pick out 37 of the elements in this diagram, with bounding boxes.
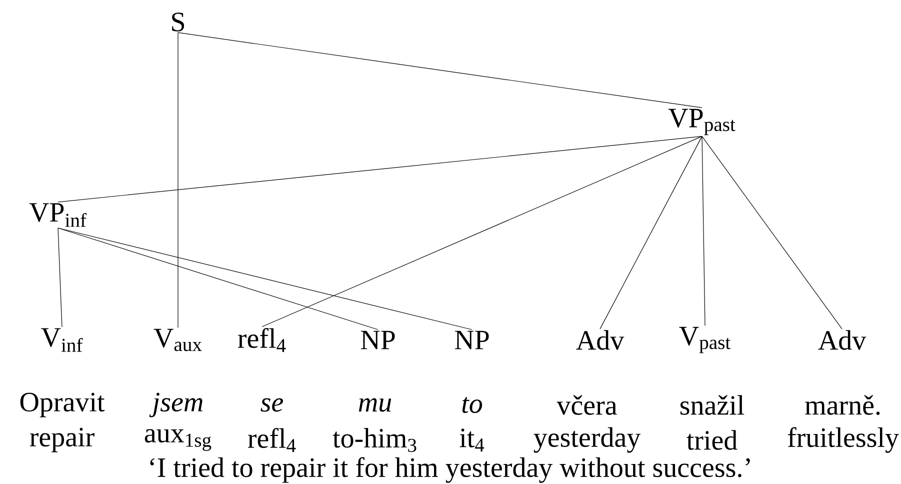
tree-label: V$_{past}$ — [679, 326, 731, 354]
tree-label: VP$_{inf}$ — [29, 203, 87, 227]
tree-label: Adv — [576, 330, 624, 350]
sentence-word: včera — [556, 395, 617, 415]
sentence-word: snažil — [680, 395, 744, 415]
tree-branch — [58, 228, 472, 330]
tree-branch — [262, 136, 702, 328]
tree-label: NP — [454, 330, 489, 350]
tree-branch — [600, 136, 702, 330]
tree-branch — [58, 228, 378, 330]
gloss-word: refl$_{4}$ — [248, 428, 296, 452]
sentence-word: mu — [358, 398, 392, 412]
gloss-word: fruitlessly — [788, 427, 899, 453]
tree-label: refl$_{4}$ — [238, 328, 286, 352]
translation-text: ‘I tried to repair it for him yesterday without success.’ — [150, 457, 750, 483]
gloss-word: tried — [686, 430, 738, 450]
tree-label: V$_{aux}$ — [154, 328, 202, 352]
tree-label: V$_{inf}$ — [41, 328, 83, 352]
tree-label: S — [172, 12, 184, 32]
tree-label: Adv — [818, 330, 866, 350]
tree-branch — [58, 228, 62, 328]
sentence-word: Opravit — [20, 392, 105, 418]
sentence-word: jsem — [149, 392, 202, 418]
gloss-word: yesterday — [534, 427, 641, 453]
tree-branch — [58, 136, 702, 202]
gloss-word: repair — [30, 428, 94, 452]
tree-label: NP — [360, 330, 395, 350]
tree-label: VP$_{past}$ — [668, 108, 736, 136]
tree-branch — [178, 32, 702, 108]
tree-branch — [702, 136, 842, 330]
gloss-word: to-him$_{3}$ — [332, 428, 416, 452]
sentence-word: to — [462, 396, 482, 414]
sentence-word: marně. — [805, 395, 880, 415]
gloss-word: aux$_{1sg}$ — [144, 429, 212, 451]
sentence-word: se — [260, 398, 284, 412]
gloss-word: it$_{4}$ — [460, 428, 484, 452]
tree-branch — [702, 136, 706, 326]
